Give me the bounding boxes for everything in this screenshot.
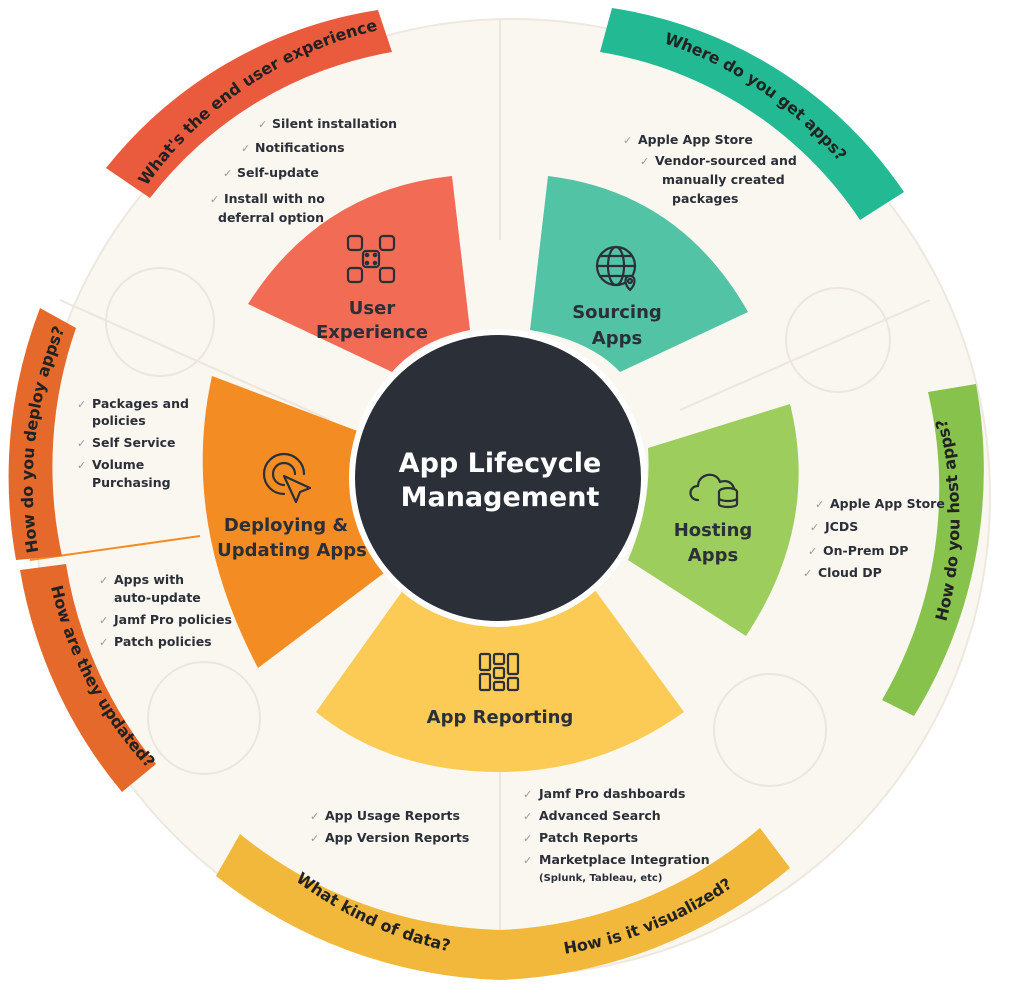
svg-text:✓: ✓ — [77, 459, 86, 472]
list-item: JCDS — [824, 519, 858, 534]
segment-title-sourcing-2: Apps — [592, 328, 642, 349]
svg-text:✓: ✓ — [99, 574, 108, 587]
banner-what-kind-data — [216, 834, 500, 980]
list-item: Apps with — [114, 572, 184, 587]
segment-title-deploying-1: Deploying & — [224, 515, 348, 536]
svg-text:✓: ✓ — [99, 636, 108, 649]
banner-how-deploy-apps — [8, 308, 76, 560]
list-item: packages — [672, 191, 738, 206]
svg-text:✓: ✓ — [623, 134, 632, 147]
center-circle — [349, 329, 647, 627]
svg-text:✓: ✓ — [523, 832, 532, 845]
segment-user-experience[interactable] — [248, 176, 470, 372]
globe-pin-icon — [595, 245, 637, 292]
segment-title-hosting-2: Apps — [688, 545, 738, 566]
svg-text:✓: ✓ — [523, 810, 532, 823]
list-item: Silent installation — [272, 116, 397, 131]
list-item: policies — [92, 413, 146, 428]
svg-text:✓: ✓ — [523, 788, 532, 801]
list-item: Patch Reports — [539, 830, 638, 845]
svg-text:✓: ✓ — [803, 567, 812, 580]
svg-text:✓: ✓ — [99, 614, 108, 627]
list-item: manually created — [662, 172, 785, 187]
list-item: Jamf Pro policies — [113, 612, 232, 627]
svg-text:✓: ✓ — [223, 167, 232, 180]
segment-title-user-experience-1: User — [349, 298, 396, 319]
svg-text:✓: ✓ — [640, 155, 649, 168]
svg-text:✓: ✓ — [210, 193, 219, 206]
dashboard-icon — [478, 652, 520, 692]
svg-text:✓: ✓ — [523, 854, 532, 867]
cursor-target-icon — [262, 452, 312, 504]
list-item: Purchasing — [92, 475, 171, 490]
banner-how-updated — [20, 564, 156, 792]
svg-text:✓: ✓ — [77, 398, 86, 411]
list-item: deferral option — [218, 210, 324, 225]
list-deploy: ✓ Packages and policies ✓ Self Service ✓ Vo… — [77, 396, 189, 490]
list-item: Apple App Store — [830, 496, 945, 511]
svg-text:✓: ✓ — [808, 545, 817, 558]
segment-title-sourcing-1: Sourcing — [572, 302, 662, 323]
list-item: Self-update — [237, 165, 319, 180]
banner-how-visualized — [500, 828, 790, 980]
list-item: Advanced Search — [539, 808, 661, 823]
segment-deploying-updating[interactable] — [202, 376, 388, 668]
list-item: Jamf Pro dashboards — [538, 786, 685, 801]
list-item: Apple App Store — [638, 132, 753, 147]
modules-icon — [346, 234, 396, 284]
list-item: auto-update — [114, 590, 201, 605]
list-item: App Version Reports — [325, 830, 469, 845]
list-item: Notifications — [255, 140, 345, 155]
list-item: Packages and — [92, 396, 189, 411]
svg-text:✓: ✓ — [77, 437, 86, 450]
banner-end-user-experience — [106, 10, 392, 198]
list-item: Marketplace Integration — [539, 852, 710, 867]
list-updated: ✓ Apps with auto-update ✓ Jamf Pro policie… — [99, 572, 232, 649]
cloud-database-icon — [689, 473, 739, 509]
list-sourcing: ✓ Apple App Store ✓ Vendor-sourced and man… — [623, 132, 797, 206]
list-item: Self Service — [92, 435, 176, 450]
segment-title-hosting-1: Hosting — [674, 520, 753, 541]
list-item: App Usage Reports — [325, 808, 460, 823]
svg-text:✓: ✓ — [310, 810, 319, 823]
list-item: Volume — [92, 457, 144, 472]
list-data-kind: ✓ App Usage Reports ✓ App Version Reports — [310, 808, 469, 845]
list-item: Install with no — [224, 191, 325, 206]
segment-title-app-reporting: App Reporting — [427, 707, 574, 728]
svg-text:✓: ✓ — [810, 521, 819, 534]
list-hosting: ✓Apple App Store ✓JCDS ✓On-Prem DP ✓Clou… — [803, 496, 945, 580]
list-item: (Splunk, Tableau, etc) — [539, 873, 662, 884]
banner-where-get-apps — [600, 8, 904, 220]
puzzle-lobes — [105, 267, 891, 787]
segment-hosting-apps[interactable] — [628, 404, 799, 636]
segment-title-user-experience-2: Experience — [316, 322, 428, 343]
list-item: On-Prem DP — [823, 543, 908, 558]
banner-how-host-apps — [882, 384, 984, 716]
svg-text:✓: ✓ — [815, 498, 824, 511]
segment-title-deploying-2: Updating Apps — [217, 540, 367, 561]
list-item: Patch policies — [114, 634, 212, 649]
list-item: Cloud DP — [818, 565, 882, 580]
list-item: Vendor-sourced and — [655, 153, 797, 168]
svg-text:✓: ✓ — [310, 832, 319, 845]
center-title-line1: App Lifecycle — [399, 448, 602, 479]
list-user-experience: ✓ Silent installation ✓ Notifications ✓ Sel… — [210, 116, 397, 225]
list-visualized: ✓ Jamf Pro dashboards ✓ Advanced Search ✓ P… — [523, 786, 710, 884]
center-title-line2: Management — [401, 482, 600, 513]
svg-text:✓: ✓ — [241, 142, 250, 155]
svg-text:✓: ✓ — [258, 118, 267, 131]
segment-sourcing-apps[interactable] — [530, 176, 748, 372]
